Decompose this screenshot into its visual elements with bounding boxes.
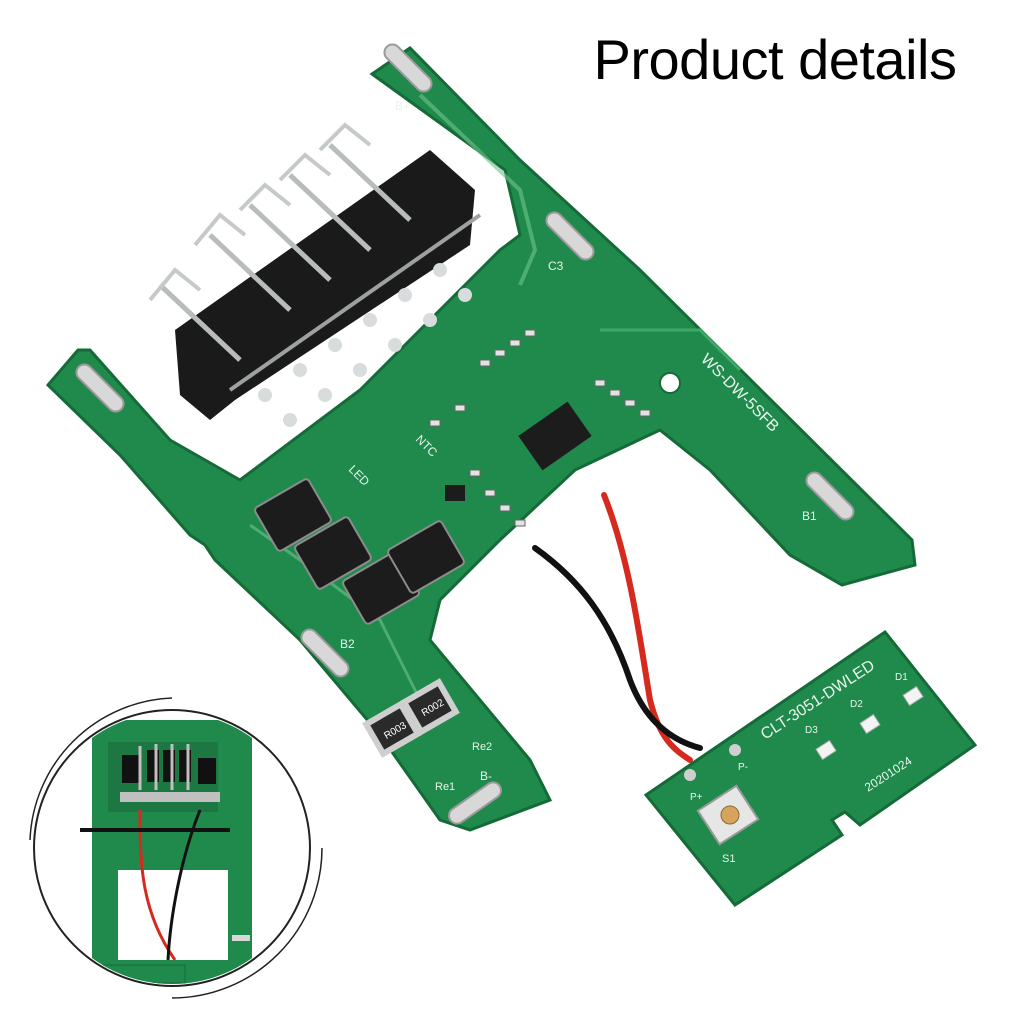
led-board: CLT-3051-DWLED 20201024 D1 D2 D3 S1 P+ P… bbox=[643, 629, 978, 907]
pad-label-b2: B2 bbox=[340, 637, 355, 651]
pad-label-bplus: B+ bbox=[395, 99, 410, 113]
wires bbox=[532, 492, 703, 763]
inset-view bbox=[29, 697, 323, 999]
led-label-d3: D3 bbox=[805, 725, 818, 736]
switch-label: S1 bbox=[722, 853, 735, 865]
pad-label-pplus: P+ bbox=[690, 792, 703, 803]
shunt-resistors: R003 R002 bbox=[362, 678, 460, 758]
pad-label-b1: B1 bbox=[802, 509, 817, 523]
main-pcb: WS-DW-5SFB LED NTC Re1 Re2 B+ C3 B1 B2 B… bbox=[45, 43, 917, 832]
mosfet-chips bbox=[254, 478, 465, 625]
pad-label-pminus: P- bbox=[738, 762, 748, 773]
battery-connector bbox=[148, 122, 482, 427]
led-label-d1: D1 bbox=[895, 672, 908, 683]
re2-silk-label: Re2 bbox=[472, 741, 492, 753]
pad-label-c3: C3 bbox=[548, 259, 564, 273]
page-title: Product details bbox=[593, 28, 957, 91]
pad-label-bminus: B- bbox=[480, 769, 492, 783]
led-label-d2: D2 bbox=[850, 699, 863, 710]
control-ic bbox=[429, 329, 651, 527]
re1-silk-label: Re1 bbox=[435, 781, 455, 793]
